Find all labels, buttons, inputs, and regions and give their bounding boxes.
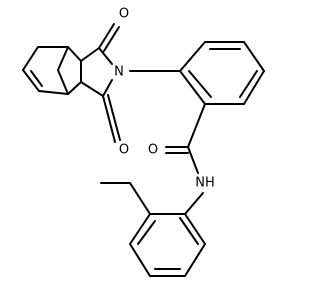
- bond: [187, 146, 199, 174]
- bond: [103, 26, 120, 52]
- amide-linker: [165, 103, 206, 215]
- bond: [57, 69, 69, 95]
- carbonyl-oxygen-top: O: [119, 7, 129, 22]
- bond: [102, 79, 113, 97]
- ethylphenyl-ring: [129, 213, 206, 277]
- bond: [102, 95, 116, 143]
- bond: [38, 90, 69, 95]
- chemical-structure-diagram: O N O O NH: [22, 7, 265, 277]
- bond: [80, 47, 100, 62]
- bond: [98, 23, 115, 49]
- bond: [22, 69, 40, 92]
- benzamide-ring: [129, 41, 265, 105]
- bond: [57, 46, 69, 71]
- bond: [30, 70, 43, 87]
- bond: [67, 46, 82, 62]
- bond: [98, 47, 113, 65]
- bicyclic-imide-group: [22, 23, 121, 143]
- bond: [239, 70, 258, 98]
- bond: [137, 220, 156, 245]
- bond: [187, 103, 206, 148]
- bond: [179, 41, 206, 72]
- bond: [184, 243, 206, 277]
- bond: [243, 41, 265, 72]
- bond: [129, 213, 151, 245]
- bond: [67, 81, 82, 95]
- bond: [243, 70, 265, 105]
- carbonyl-oxygen-bottom: O: [119, 143, 129, 158]
- bond: [184, 192, 204, 215]
- amide-nitrogen: NH: [195, 176, 215, 191]
- bond: [184, 213, 206, 245]
- imide-nitrogen: N: [114, 65, 124, 80]
- bond: [179, 70, 206, 105]
- bond: [188, 70, 212, 98]
- bond: [22, 46, 39, 71]
- bond: [107, 94, 121, 141]
- bond: [129, 182, 151, 215]
- bond: [129, 243, 151, 277]
- ethyl-substituent: [100, 182, 151, 215]
- bond: [80, 81, 104, 97]
- amide-oxygen: O: [148, 143, 158, 158]
- bond: [179, 217, 199, 245]
